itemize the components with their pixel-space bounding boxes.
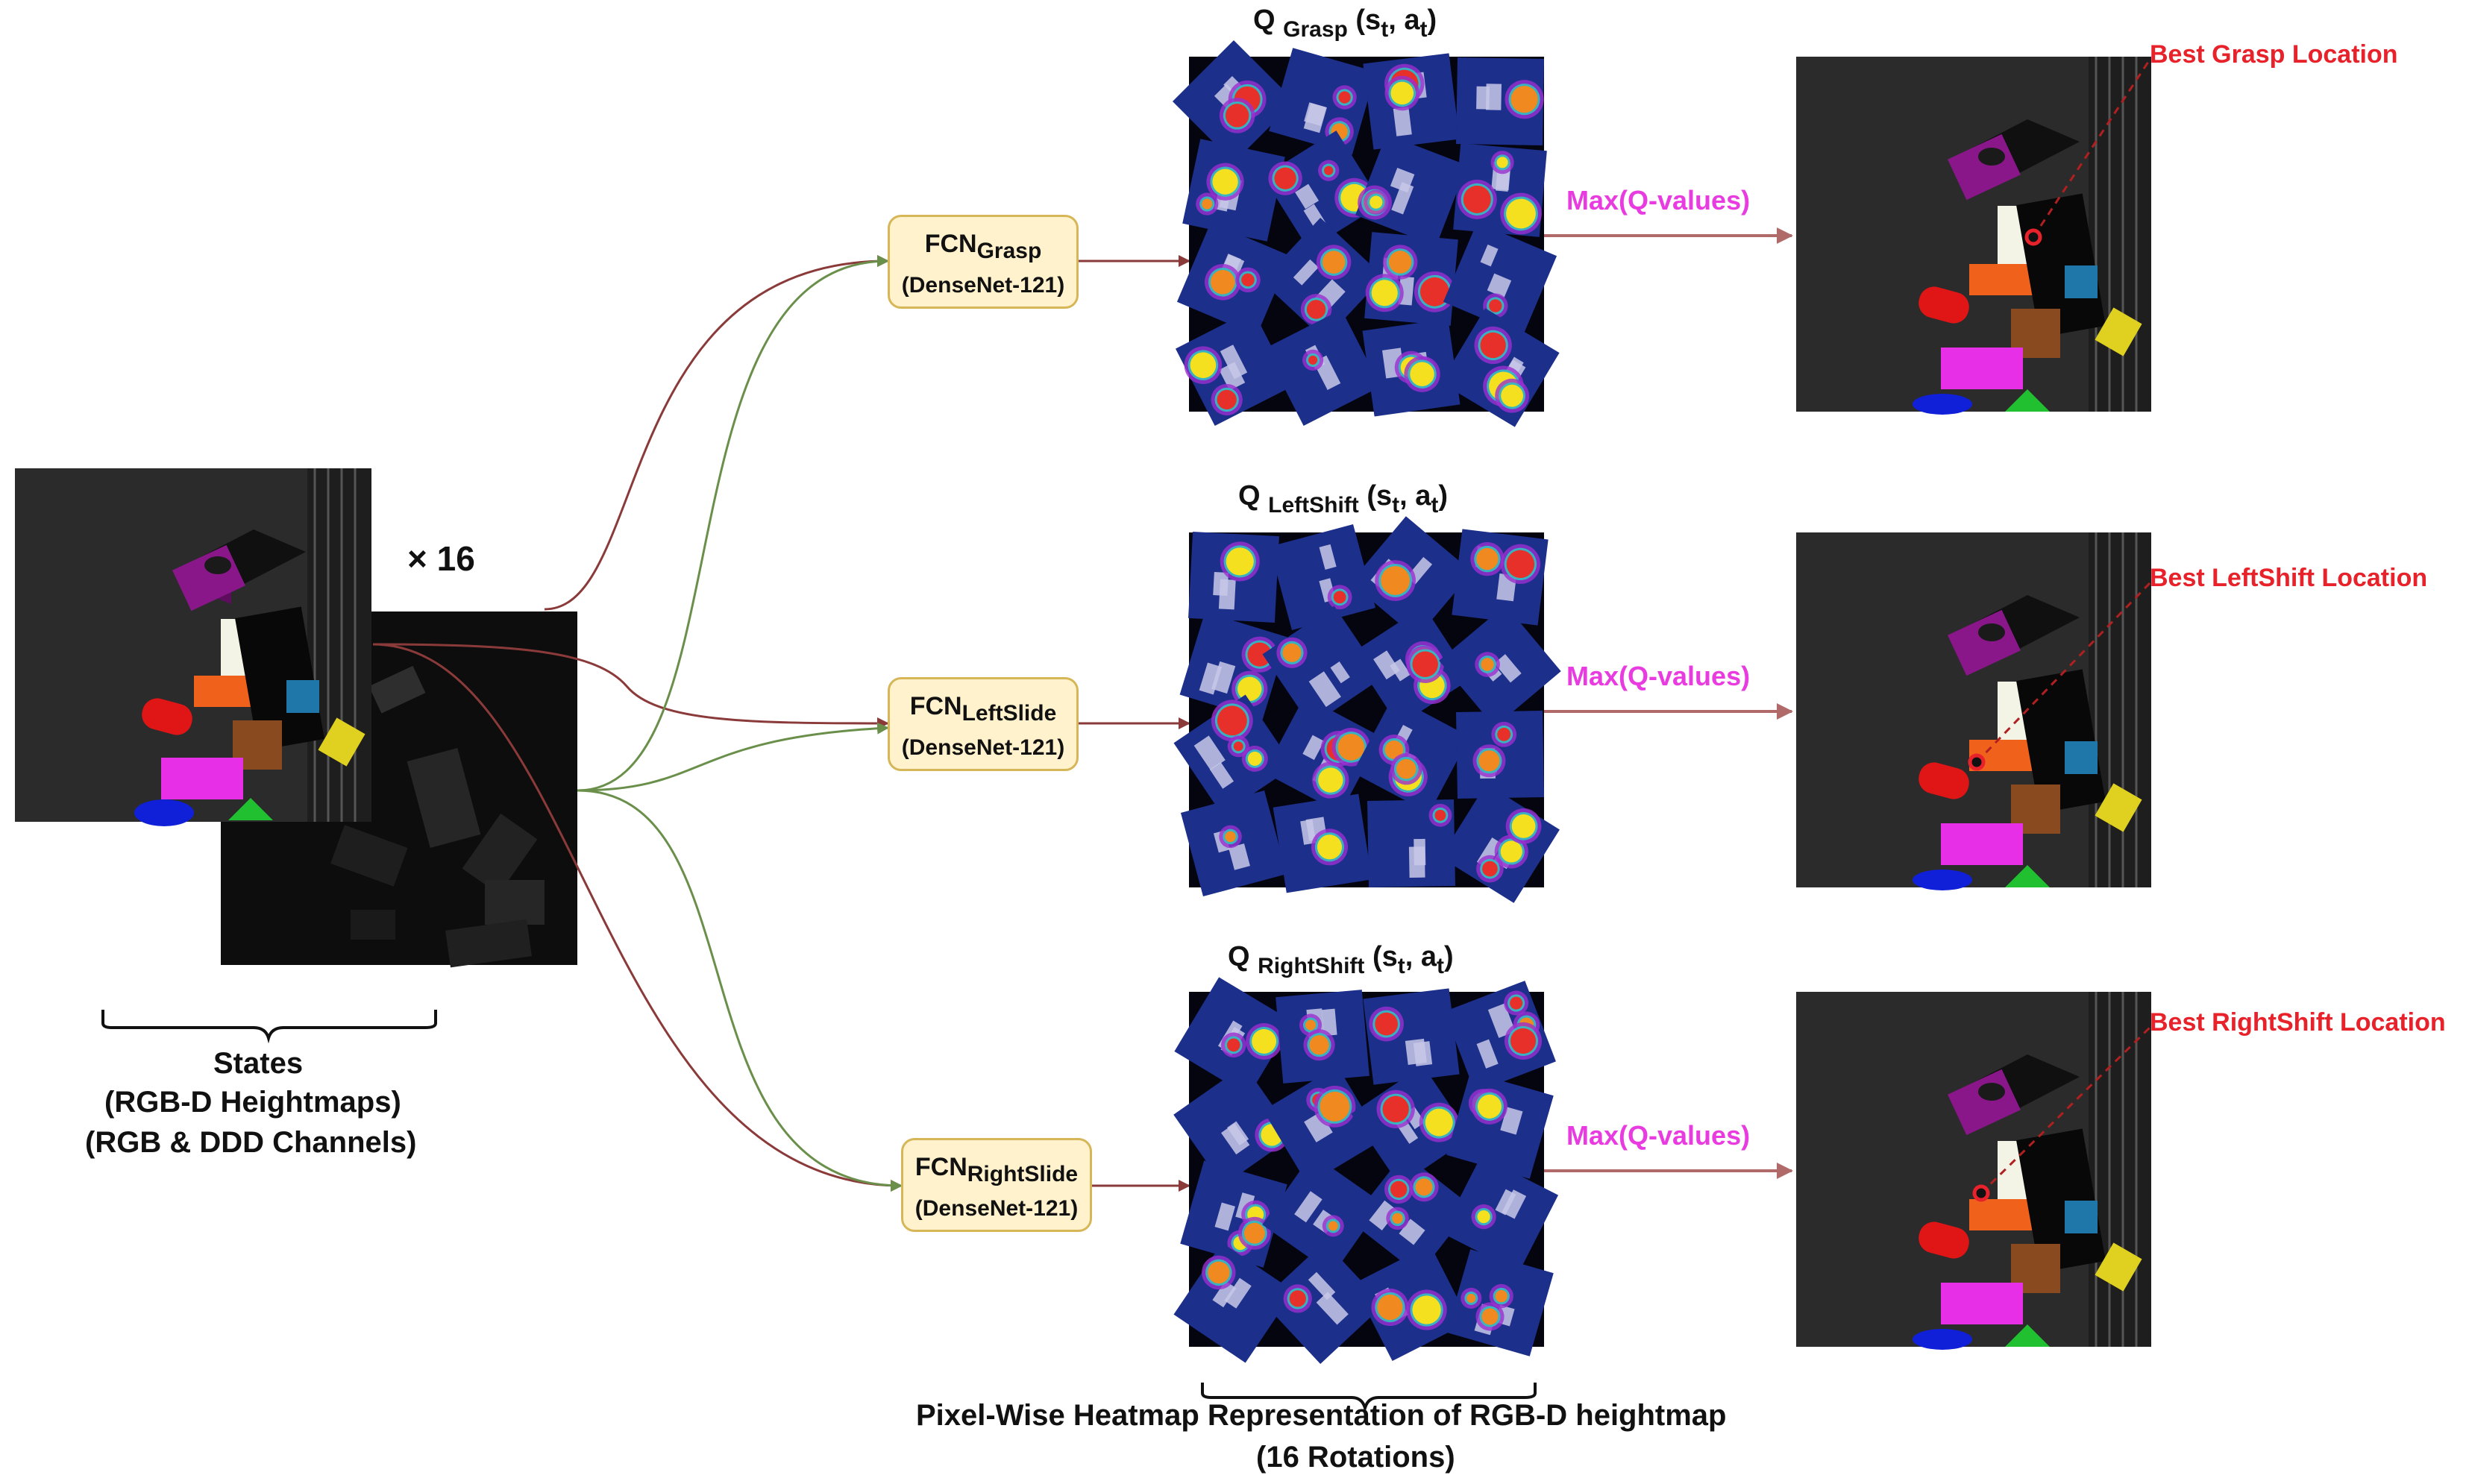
best-rightshift-location-label: Best RightShift Location — [2150, 1008, 2446, 1037]
max-q-label-leftshift: Max(Q-values) — [1566, 661, 1751, 691]
best-location-scenes — [1796, 57, 2151, 1350]
q-value-heatmaps — [1172, 40, 1561, 1364]
best-grasp-location-label: Best Grasp Location — [2150, 40, 2398, 69]
result-scene-2 — [1796, 992, 2151, 1350]
fcn-grasp-box: FCNGrasp (DenseNet-121) — [888, 215, 1079, 309]
result-scene-1 — [1796, 532, 2151, 890]
best-location-marker-2 — [1972, 1184, 1990, 1202]
states-brace — [101, 1010, 437, 1044]
fcn-rightslide-backbone: (DenseNet-121) — [914, 1196, 1079, 1221]
rotation-multiplier: × 16 — [407, 539, 475, 578]
fcn-rightslide-subscript: RightSlide — [967, 1162, 1079, 1186]
rgb-heightmap-image — [15, 468, 371, 826]
heatmap-1 — [1173, 516, 1561, 903]
heatmap-caption-line2: (16 Rotations) — [1256, 1441, 1455, 1474]
heatmap-caption-line1: Pixel-Wise Heatmap Representation of RGB… — [916, 1399, 1727, 1432]
best-leftshift-location-label: Best LeftShift Location — [2150, 564, 2428, 592]
heatmap-brace — [1201, 1383, 1537, 1414]
best-location-marker-1 — [1968, 753, 1986, 771]
states-caption-heightmaps: (RGB-D Heightmaps) — [104, 1086, 401, 1119]
states-caption-title: States — [213, 1047, 304, 1080]
fcn-rightslide-label: FCN — [914, 1153, 967, 1181]
result-scene-0 — [1796, 57, 2151, 415]
fcn-leftslide-subscript: LeftSlide — [961, 701, 1057, 726]
max-q-label-grasp: Max(Q-values) — [1566, 185, 1751, 216]
fcn-leftslide-box: FCNLeftSlide (DenseNet-121) — [888, 677, 1079, 771]
heatmap-2 — [1173, 977, 1559, 1364]
max-q-label-rightshift: Max(Q-values) — [1566, 1120, 1751, 1151]
q-rightshift-title: Q RightShift (st, at) — [1228, 941, 1454, 978]
q-leftshift-title: Q LeftShift (st, at) — [1238, 480, 1449, 518]
state-to-fcn-connectors — [372, 255, 903, 1192]
heatmap-0 — [1172, 40, 1560, 427]
q-grasp-title: Q Grasp (st, at) — [1253, 4, 1437, 42]
fcn-rightslide-box: FCNRightSlide (DenseNet-121) — [901, 1138, 1092, 1232]
fcn-grasp-backbone: (DenseNet-121) — [901, 273, 1065, 298]
fcn-to-heatmap-arrows — [1079, 255, 1190, 1192]
fcn-leftslide-backbone: (DenseNet-121) — [901, 735, 1065, 760]
best-location-marker-0 — [2024, 228, 2042, 246]
fcn-grasp-label: FCN — [924, 230, 977, 258]
fcn-grasp-subscript: Grasp — [976, 239, 1042, 263]
fcn-leftslide-label: FCN — [909, 692, 962, 720]
max-arrows — [1544, 227, 1793, 1179]
states-caption-channels: (RGB & DDD Channels) — [85, 1126, 417, 1159]
